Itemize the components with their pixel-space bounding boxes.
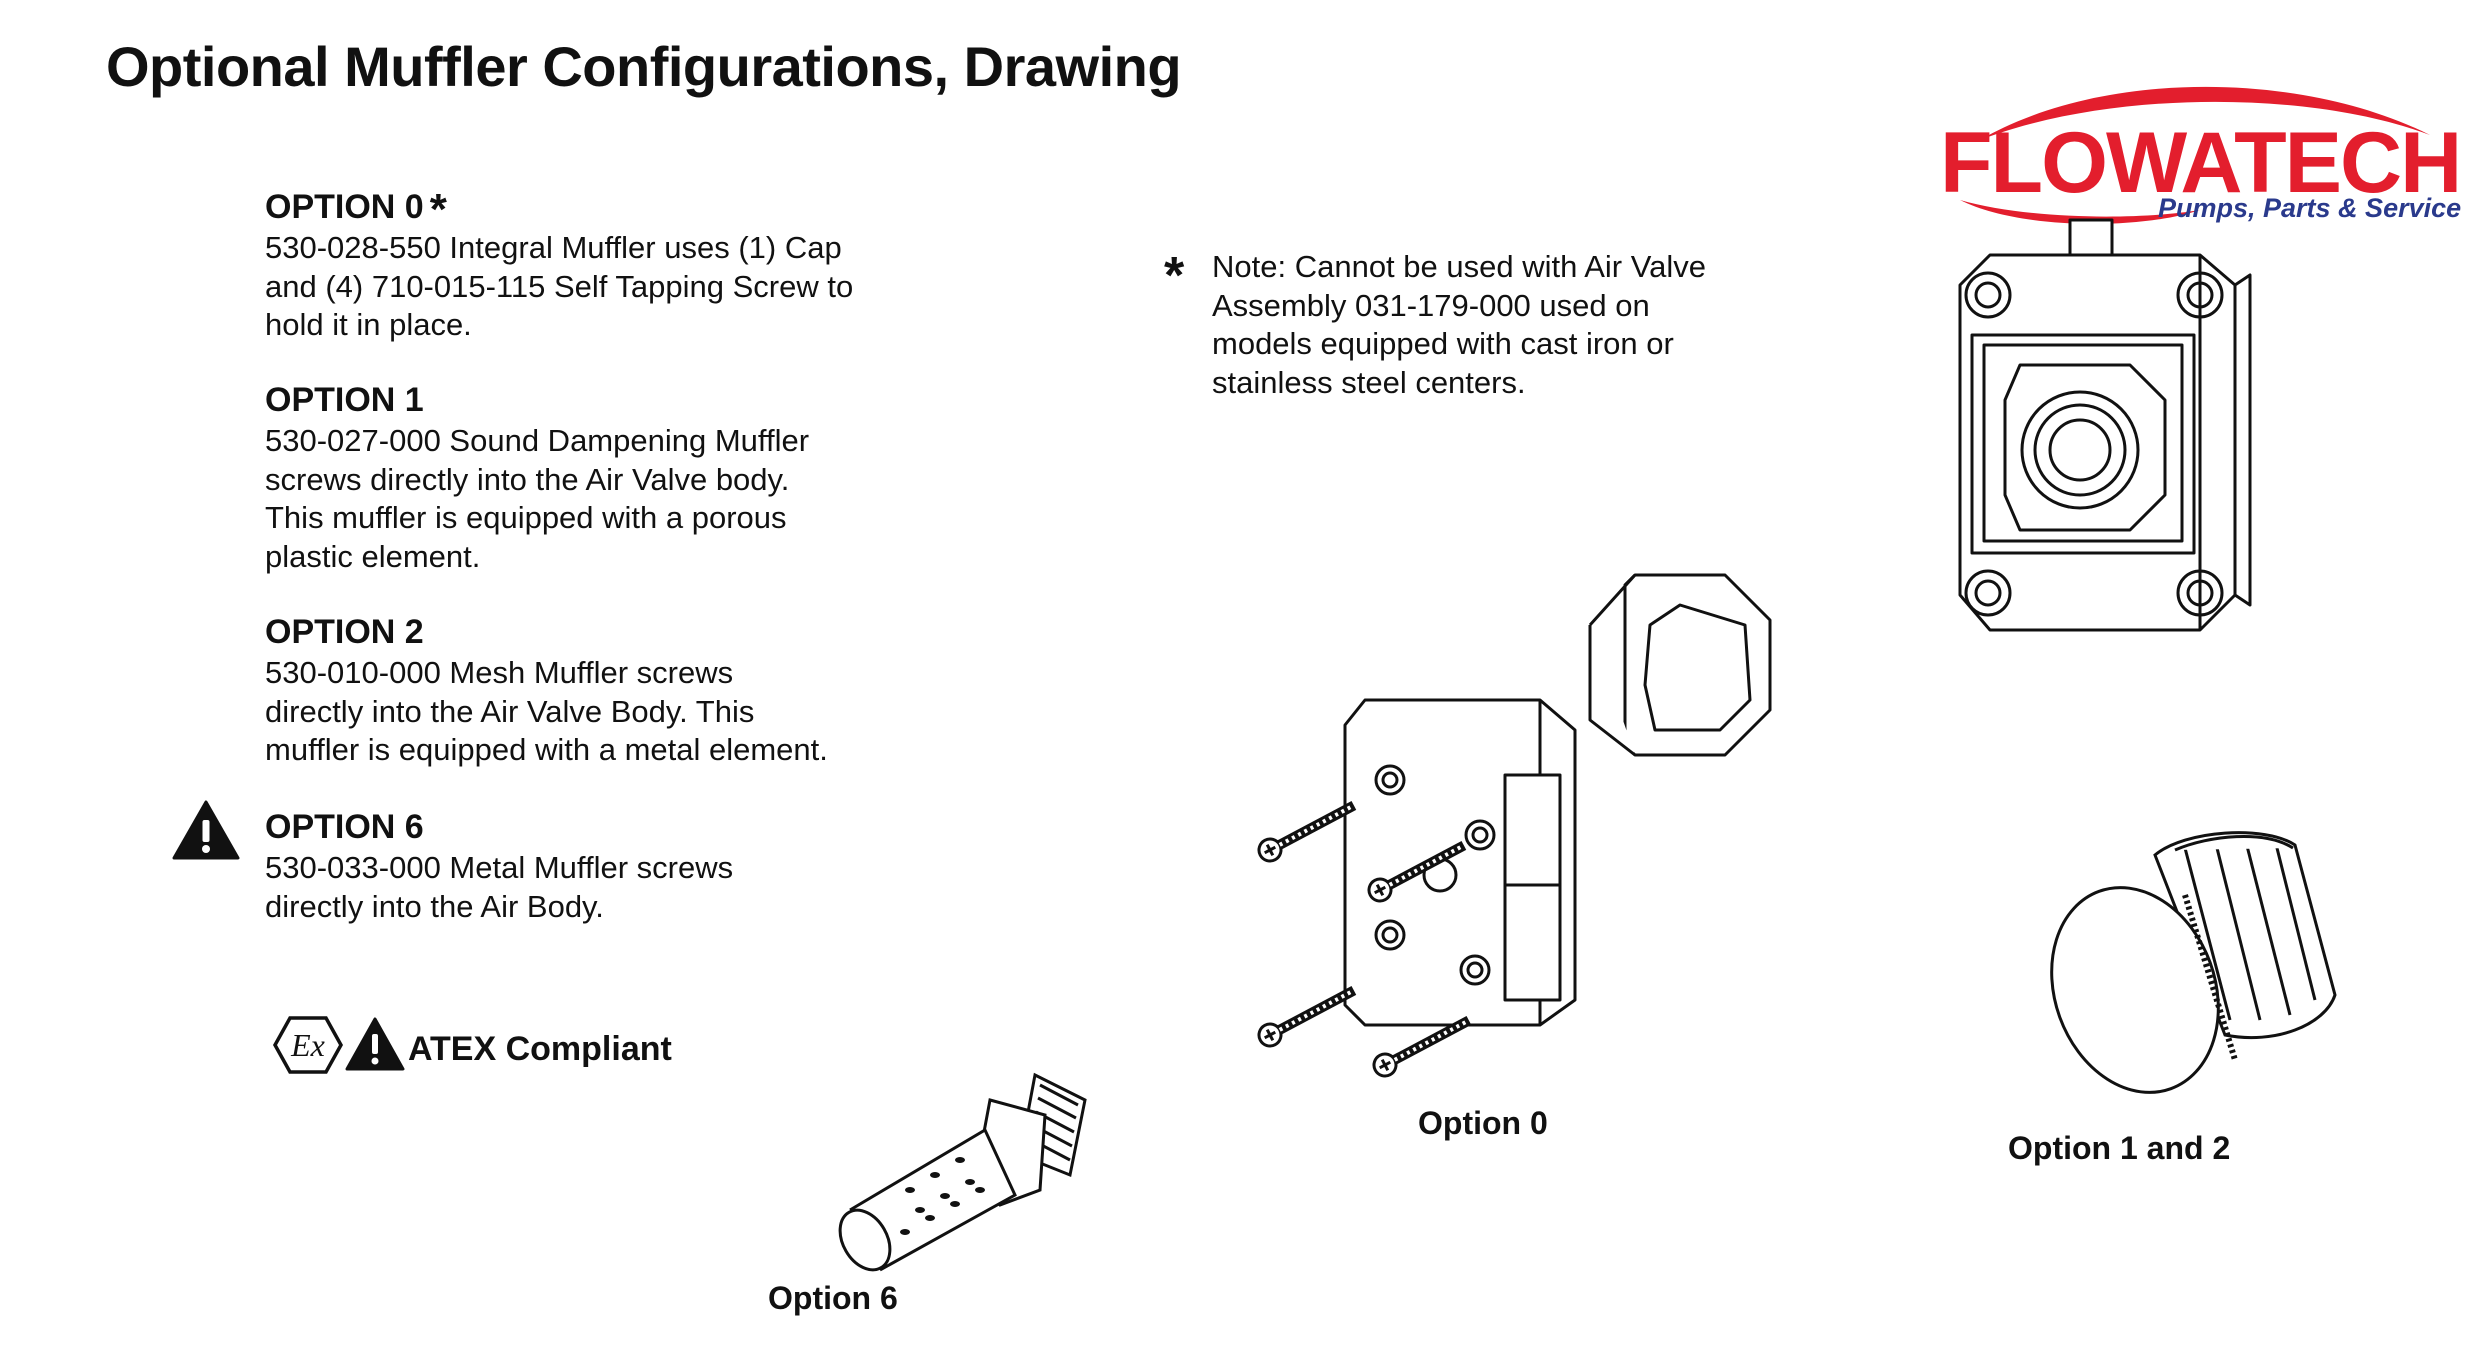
asterisk-icon: * [1164,247,1185,305]
svg-text:Ex: Ex [290,1027,325,1063]
warning-triangle-icon [172,800,240,860]
logo-tagline: Pumps, Parts & Service [2158,193,2462,223]
caption-option-6: Option 6 [768,1280,898,1316]
note-line: Assembly 031-179-000 used on [1212,287,1650,323]
option-2-line: 530-010-000 Mesh Muffler screws [265,655,734,690]
option-1-line: 530-027-000 Sound Dampening Muffler [265,423,810,458]
note-line: models equipped with cast iron or [1212,326,1674,361]
option-0-line: 530-028-550 Integral Muffler uses (1) Ca… [265,230,842,265]
option-6-heading: OPTION 6 [265,808,424,846]
asterisk-icon: * [429,185,447,234]
option-6-block: OPTION 6 530-033-000 Metal Muffler screw… [265,805,905,926]
option-1-heading: OPTION 1 [265,381,424,419]
atex-warning-icon [345,1017,405,1071]
option-2-line: directly into the Air Valve Body. This [265,693,755,729]
logo-swoosh-icon [1960,86,2430,224]
option-6-line: 530-033-000 Metal Muffler screws [265,850,734,885]
option-1-line: screws directly into the Air Valve body. [265,461,790,497]
option-0-block: OPTION 0* 530-028-550 Integral Muffler u… [265,185,905,345]
option-0-heading: OPTION 0 [265,188,424,226]
option-2-heading: OPTION 2 [265,613,424,651]
option-1-2-drawing [2050,831,2337,1094]
option-0-line: and (4) 710-015-115 Self Tapping Screw t… [265,268,854,304]
option-0-drawing [1257,573,1772,1078]
page-title: Optional Muffler Configurations, Drawing [106,35,1182,98]
air-valve-body-drawing [1958,218,2252,632]
atex-label: ATEX Compliant [408,1030,672,1068]
logo-name: FLOWATECH [1940,115,2462,211]
ex-hexagon-icon: Ex [272,1016,344,1074]
option-0-line: hold it in place. [265,307,472,342]
option-2-line: muffler is equipped with a metal element… [265,732,828,767]
option-1-line: This muffler is equipped with a porous [265,500,787,535]
note-line: Note: Cannot be used with Air Valve [1212,249,1706,284]
option-1-block: OPTION 1 530-027-000 Sound Dampening Muf… [265,378,905,576]
option-6-line: directly into the Air Body. [265,888,604,924]
option-1-line: plastic element. [265,538,481,574]
note-block: Note: Cannot be used with Air Valve Asse… [1212,248,1772,402]
option-2-block: OPTION 2 530-010-000 Mesh Muffler screws… [265,610,905,770]
caption-option-0: Option 0 [1418,1105,1548,1141]
note-line: stainless steel centers. [1212,364,1526,400]
option-6-drawing [838,1072,1087,1272]
caption-option-1-2: Option 1 and 2 [2008,1130,2231,1166]
